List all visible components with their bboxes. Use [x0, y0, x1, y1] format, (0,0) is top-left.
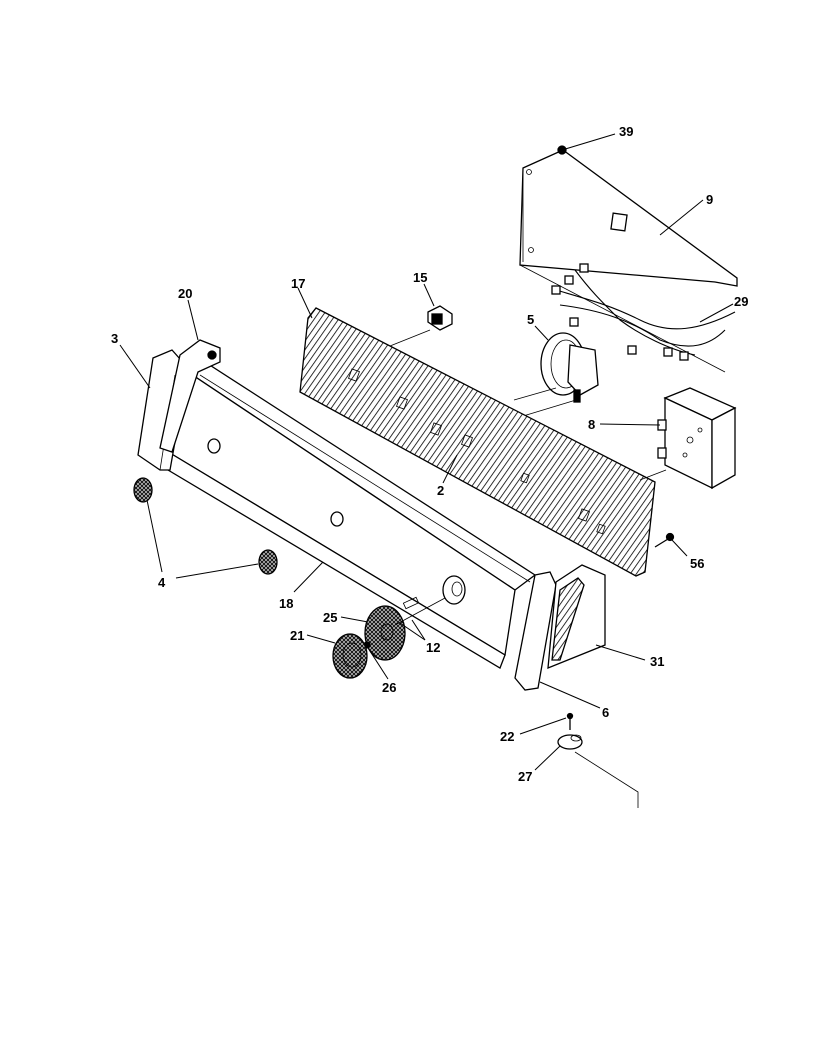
callout-21: 21 [290, 628, 304, 643]
console-part-18 [159, 358, 537, 669]
callout-15: 15 [413, 270, 427, 285]
wiring-harness-part-29 [551, 263, 736, 361]
screw-part-56 [654, 532, 675, 548]
timer-part-8 [657, 387, 737, 490]
control-overlay-part-17 [299, 307, 667, 577]
callout-6: 6 [602, 705, 609, 720]
callout-17: 17 [291, 276, 305, 291]
callout-31: 31 [650, 654, 664, 669]
right-end-cap-part-6 [514, 571, 557, 691]
callout-18: 18 [279, 596, 293, 611]
callout-20: 20 [178, 286, 192, 301]
left-bracket-part-20 [159, 339, 221, 453]
callout-29: 29 [734, 294, 748, 309]
cam-part-27 [557, 734, 583, 750]
callout-labels: 39 9 29 20 17 15 3 5 8 2 4 18 56 25 21 1… [111, 124, 748, 784]
callout-27: 27 [518, 769, 532, 784]
knob-skirt-part-25 [364, 605, 406, 661]
callout-4: 4 [158, 575, 166, 590]
right-bracket-part-31 [547, 564, 606, 670]
pressure-switch-part-5 [509, 332, 599, 421]
callout-5: 5 [527, 312, 534, 327]
callout-26: 26 [382, 680, 396, 695]
callout-2: 2 [437, 483, 444, 498]
callout-22: 22 [500, 729, 514, 744]
callout-25: 25 [323, 610, 337, 625]
callout-56: 56 [690, 556, 704, 571]
switch-part-15 [389, 305, 453, 347]
callout-8: 8 [588, 417, 595, 432]
callout-12: 12 [426, 640, 440, 655]
callout-3: 3 [111, 331, 118, 346]
selector-knob-part-4-lower [258, 549, 278, 575]
callout-9: 9 [706, 192, 713, 207]
callout-39: 39 [619, 124, 633, 139]
leader-lines [119, 133, 734, 771]
screw-part-22 [566, 712, 574, 730]
selector-knob-part-4-upper [133, 477, 153, 503]
timer-knob-part-21 [332, 633, 368, 679]
